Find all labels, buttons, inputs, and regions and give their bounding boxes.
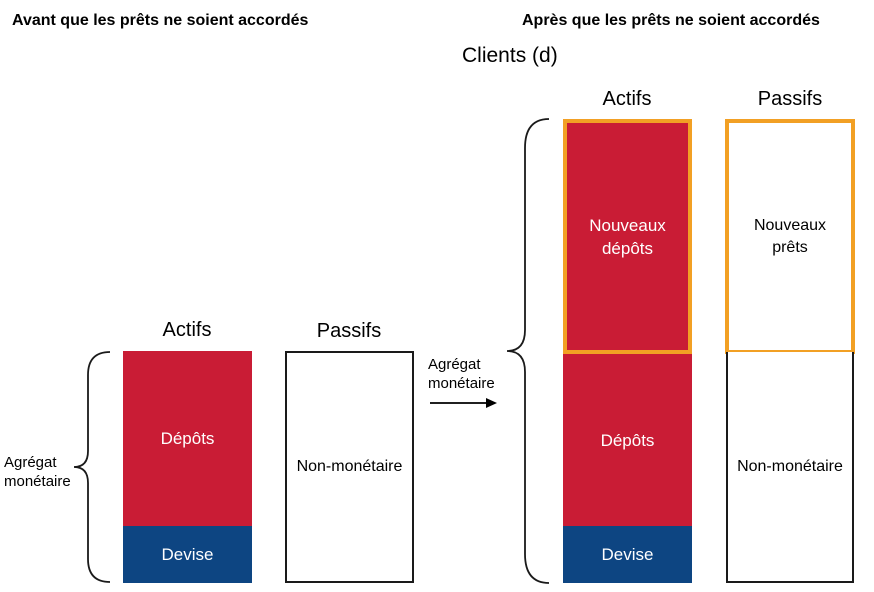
heading-before: Avant que les prêts ne soient accordés [12, 12, 309, 29]
before-liabilities-label: Passifs [316, 320, 382, 342]
before-aggregate-brace [73, 351, 111, 583]
after-assets-label: Actifs [602, 88, 652, 110]
after-non-monetary-label: Non-monétaire [737, 457, 843, 475]
after-currency-box: Devise [563, 526, 692, 583]
after-new-loans-box: Nouveaux prêts [725, 119, 855, 354]
before-assets-label: Actifs [162, 319, 212, 341]
after-liabilities-label: Passifs [757, 88, 823, 110]
after-currency-label: Devise [601, 544, 654, 564]
after-deposits-box: Dépôts [563, 354, 692, 526]
heading-after: Après que les prêts ne soient accordés [522, 12, 820, 29]
before-currency-label: Devise [161, 544, 214, 564]
before-deposits-box: Dépôts [123, 351, 252, 526]
before-deposits-label: Dépôts [160, 429, 215, 448]
before-non-monetary-label: Non-monétaire [296, 458, 403, 475]
after-new-loans-label: Nouveaux prêts [753, 216, 827, 256]
after-new-deposits-box: Nouveaux dépôts [563, 119, 692, 354]
after-deposits-label: Dépôts [600, 430, 655, 450]
transition-arrow-icon [430, 398, 497, 408]
after-non-monetary-box: Non-monétaire [726, 352, 854, 583]
after-new-deposits-label: Nouveaux dépôts [589, 215, 666, 258]
clients-title: Clients (d) [462, 44, 558, 67]
after-aggregate-brace [506, 118, 550, 584]
before-currency-box: Devise [123, 526, 252, 583]
transition-label: Agrégat monétaire [428, 356, 495, 392]
before-non-monetary-box: Non-monétaire [285, 351, 414, 583]
before-aggregate-label: Agrégat monétaire [4, 454, 71, 490]
